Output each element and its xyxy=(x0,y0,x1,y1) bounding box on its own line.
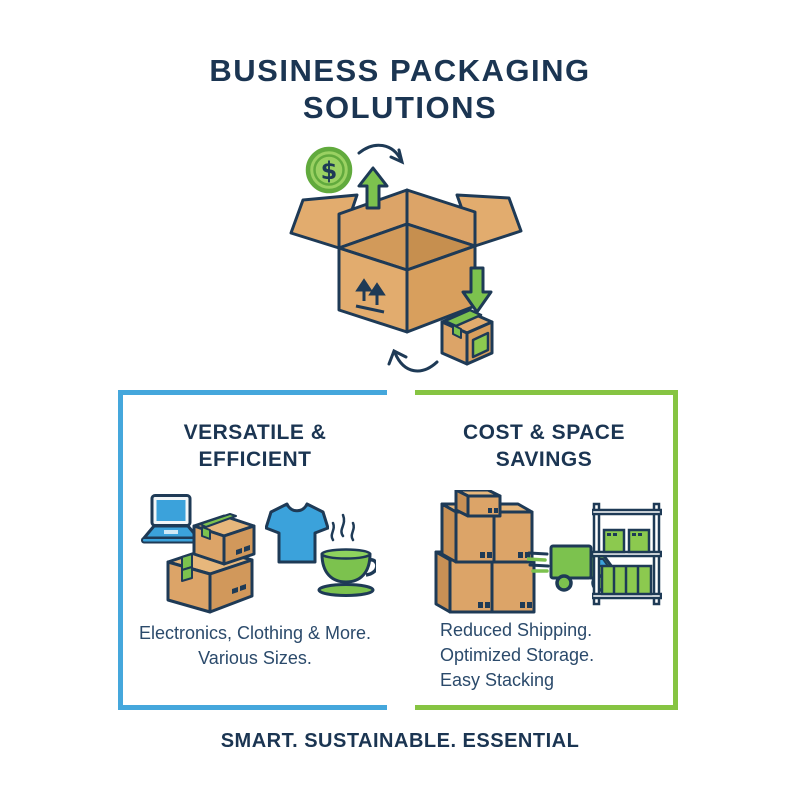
right-heading-line1: COST & SPACE xyxy=(463,421,625,444)
left-panel-caption: Electronics, Clothing & More. Various Si… xyxy=(123,621,387,671)
tshirt-icon xyxy=(265,502,329,564)
right-caption-line2: Optimized Storage. xyxy=(440,645,595,665)
laptop-icon xyxy=(141,494,201,544)
right-panel-heading: COST & SPACE SAVINGS xyxy=(415,419,673,473)
hero-illustration: $ xyxy=(277,140,527,380)
page-title: BUSINESS PACKAGING SOLUTIONS xyxy=(0,52,800,126)
page-title-line2: SOLUTIONS xyxy=(302,90,498,125)
tagline: SMART. SUSTAINABLE. ESSENTIAL xyxy=(220,730,580,752)
right-caption-line1: Reduced Shipping. xyxy=(440,620,593,640)
dollar-sign: $ xyxy=(321,157,338,185)
right-caption-line3: Easy Stacking xyxy=(440,670,555,690)
packaging-box-illustration-icon: $ xyxy=(289,143,523,373)
coffee-cup-icon xyxy=(317,513,376,597)
left-caption-line1: Electronics, Clothing & More. xyxy=(138,623,372,643)
left-panel-heading: VERSATILE & EFFICIENT xyxy=(123,419,387,473)
steam-icon xyxy=(330,513,355,542)
curved-arrow-bottom-icon xyxy=(387,348,439,373)
this-way-up-icon xyxy=(355,278,386,314)
arrow-up-icon xyxy=(357,166,389,210)
money-coin-icon: $ xyxy=(305,146,353,194)
arrow-down-icon xyxy=(461,266,493,314)
stacked-boxes-icon xyxy=(166,513,256,614)
curved-arrow-top-icon xyxy=(357,143,405,165)
storage-rack-icon xyxy=(592,502,662,606)
left-heading-line2: EFFICIENT xyxy=(198,448,312,471)
page-title-line1: BUSINESS PACKAGING xyxy=(209,53,591,88)
left-caption-line2: Various Sizes. xyxy=(198,648,312,668)
right-heading-line2: SAVINGS xyxy=(495,448,593,471)
box-stack-icon xyxy=(434,490,536,614)
small-parcel-icon xyxy=(440,308,494,366)
left-heading-line1: VERSATILE & xyxy=(183,421,327,444)
right-panel-caption: Reduced Shipping. Optimized Storage. Eas… xyxy=(440,618,594,693)
versatile-efficient-panel: VERSATILE & EFFICIENT xyxy=(118,390,387,710)
cost-space-savings-panel: COST & SPACE SAVINGS xyxy=(415,390,678,710)
speed-lines-icon xyxy=(527,551,550,573)
